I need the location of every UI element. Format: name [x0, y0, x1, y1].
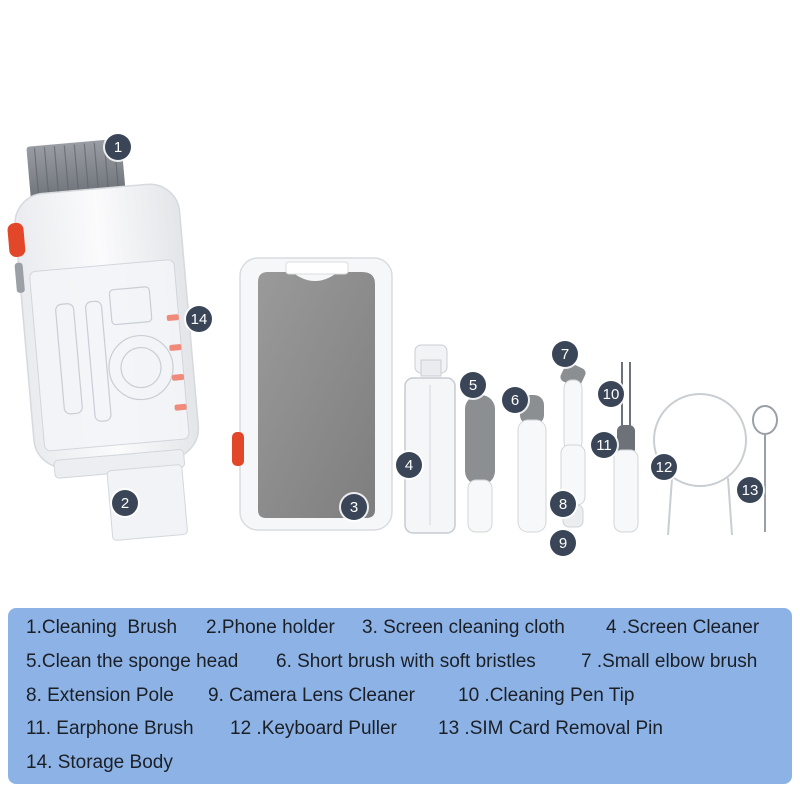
legend-item-2: 2.Phone holder — [206, 617, 335, 638]
badge-7: 7 — [552, 341, 578, 367]
badge-11: 11 — [591, 432, 617, 458]
cleaning-brush-body — [7, 138, 200, 541]
keyboard-puller — [653, 393, 747, 536]
sim-removal-pin — [752, 405, 778, 532]
badge-4: 4 — [396, 452, 422, 478]
legend-row: 8. Extension Pole 9. Camera Lens Cleaner… — [26, 685, 782, 711]
legend-item-14: 14. Storage Body — [26, 752, 173, 773]
legend-item-8: 8. Extension Pole — [26, 685, 174, 706]
badge-13: 13 — [737, 477, 763, 503]
legend-item-11: 11. Earphone Brush — [26, 718, 194, 739]
badge-9: 9 — [550, 530, 576, 556]
legend-item-5: 5.Clean the sponge head — [26, 651, 239, 672]
badge-3: 3 — [341, 494, 367, 520]
badge-1: 1 — [105, 134, 131, 160]
badge-10: 10 — [598, 381, 624, 407]
screen-cleaner-bottle — [404, 344, 456, 534]
legend-panel: 1.Cleaning Brush 2.Phone holder 3. Scree… — [8, 608, 792, 784]
product-illustration — [7, 138, 778, 541]
legend-item-6: 6. Short brush with soft bristles — [276, 651, 536, 672]
legend-item-3: 3. Screen cleaning cloth — [362, 617, 565, 638]
badge-6: 6 — [502, 387, 528, 413]
short-soft-brush — [517, 395, 547, 533]
legend-item-7: 7 .Small elbow brush — [581, 651, 758, 672]
legend-item-12: 12 .Keyboard Puller — [230, 718, 397, 739]
legend-row: 5.Clean the sponge head 6. Short brush w… — [26, 651, 782, 677]
legend-row: 11. Earphone Brush 12 .Keyboard Puller 1… — [26, 718, 782, 744]
legend-item-9: 9. Camera Lens Cleaner — [208, 685, 415, 706]
legend-item-10: 10 .Cleaning Pen Tip — [458, 685, 635, 706]
badge-8: 8 — [550, 491, 576, 517]
product-photo: 1 2 3 4 5 6 7 8 9 10 11 12 13 14 — [7, 134, 778, 556]
screen-cleaning-cloth — [232, 257, 393, 531]
legend-item-4: 4 .Screen Cleaner — [606, 617, 760, 638]
phone-holder — [106, 464, 188, 541]
badge-2: 2 — [112, 490, 138, 516]
elbow-brush-pole — [560, 362, 586, 528]
badge-5: 5 — [460, 372, 486, 398]
legend-row: 14. Storage Body — [26, 752, 782, 778]
badge-14: 14 — [186, 306, 212, 332]
legend-item-13: 13 .SIM Card Removal Pin — [438, 718, 663, 739]
orange-slider — [7, 222, 26, 257]
sponge-head-brush — [465, 395, 495, 533]
legend-item-1: 1.Cleaning Brush — [26, 617, 178, 638]
badge-12: 12 — [651, 454, 677, 480]
transparent-compartment — [29, 259, 190, 452]
cleaning-pen — [613, 362, 639, 533]
legend-row: 1.Cleaning Brush 2.Phone holder 3. Scree… — [26, 617, 782, 643]
